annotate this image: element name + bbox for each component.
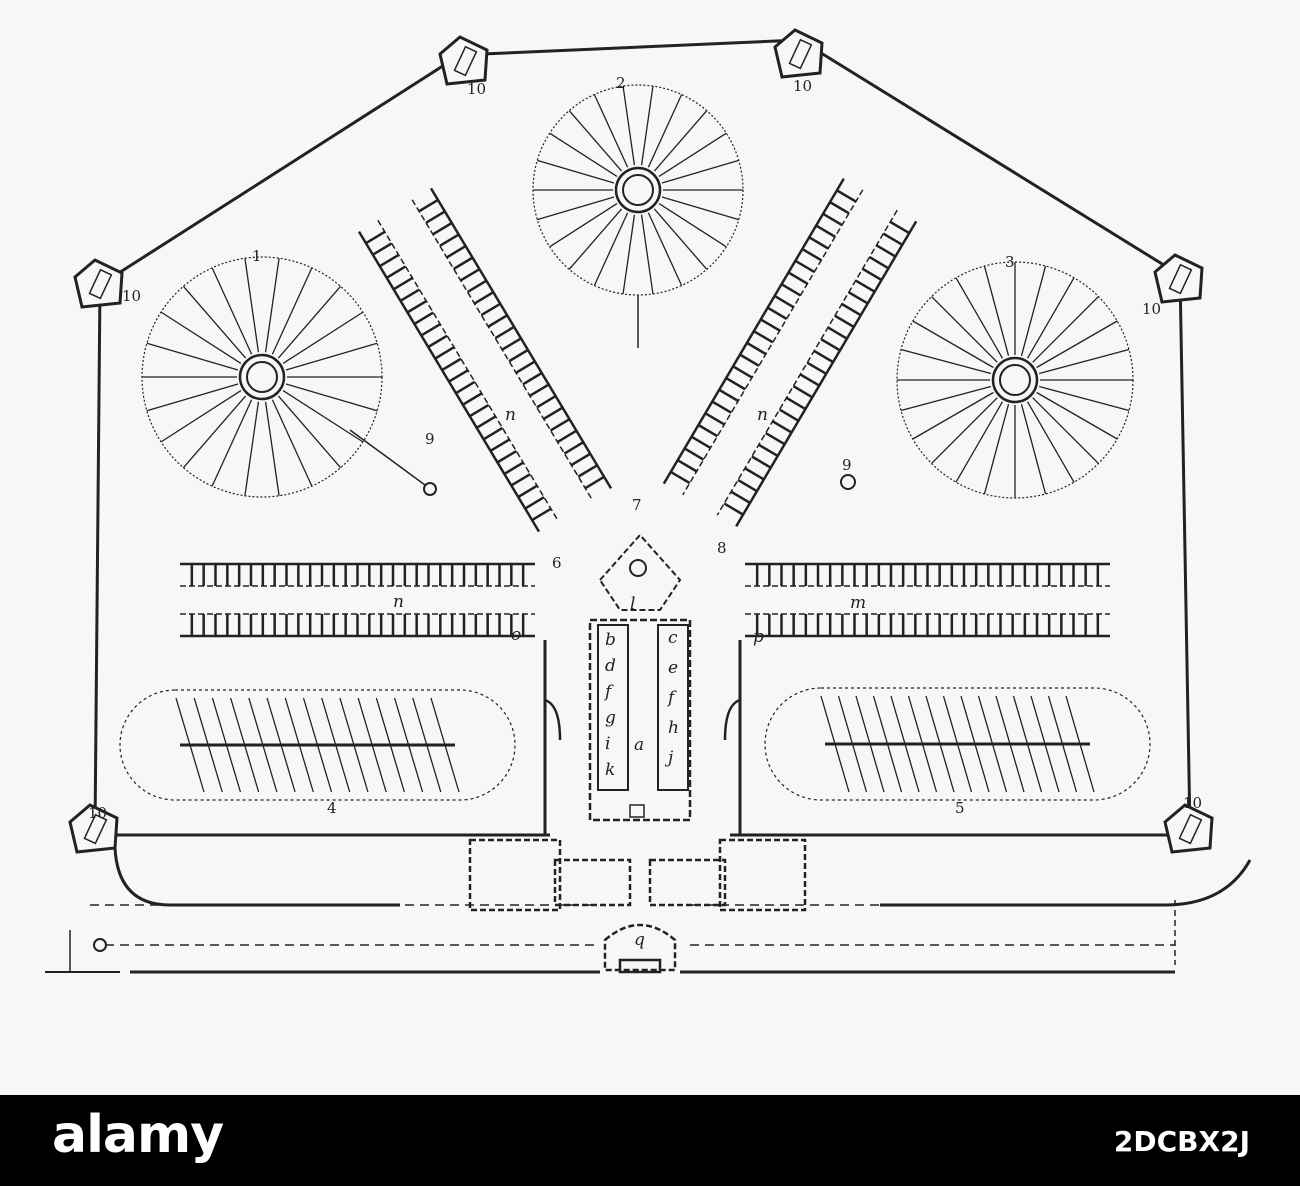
label-yard-5: 5: [955, 799, 965, 817]
radial-yard-3: [896, 261, 1134, 499]
stock-watermark-banner: alamy 2DCBX2J: [0, 1095, 1300, 1186]
label-wing-n-left: n: [393, 592, 404, 612]
label-room-p: p: [753, 627, 764, 647]
label-hub-6: 6: [552, 554, 562, 572]
wing-right: [745, 562, 1110, 638]
radial-yard-2: [532, 84, 744, 296]
label-yard-3: 3: [1005, 253, 1015, 271]
image-code: 2DCBX2J: [1113, 1125, 1250, 1158]
label-well-right: 9: [842, 456, 852, 474]
tower-3: [73, 258, 124, 309]
radial-exercise-yards: [141, 84, 1134, 499]
label-centre-l: l: [630, 594, 635, 614]
label-room-right-4: j: [664, 748, 674, 768]
prison-plan-diagram: 1 2 3 4 5 6 7 8 9 9 10 10 10 10 10 10 n …: [45, 28, 1252, 974]
wing-upper-right: [662, 178, 918, 527]
oval-yard-5: [764, 687, 1151, 801]
label-wing-m-right: m: [850, 593, 866, 613]
oval-yard-4: [119, 689, 516, 801]
label-room-left-0: b: [605, 630, 616, 650]
label-wing-n-upper-right: n: [757, 405, 768, 425]
label-tower-6: 10: [1183, 794, 1202, 812]
label-wing-n-upper-left: n: [505, 405, 516, 425]
label-yard-1: 1: [252, 247, 262, 265]
label-room-o: o: [511, 625, 521, 645]
central-block: [468, 533, 807, 974]
label-room-left-2: f: [603, 682, 614, 702]
tower-4: [1153, 253, 1204, 304]
tower-1: [438, 35, 489, 86]
plan-labels: 1 2 3 4 5 6 7 8 9 9 10 10 10 10 10 10 n …: [88, 74, 1202, 950]
label-tower-1: 10: [467, 80, 486, 98]
label-room-right-1: e: [668, 658, 678, 678]
label-tower-2: 10: [793, 77, 812, 95]
label-yard-4: 4: [327, 799, 337, 817]
radial-yard-1: [141, 256, 383, 498]
wing-upper-left: [357, 187, 613, 533]
label-room-left-5: k: [605, 760, 615, 780]
label-yard-2: 2: [616, 74, 626, 92]
tower-5: [68, 803, 119, 854]
label-tower-4: 10: [1142, 300, 1161, 318]
label-room-right-3: h: [668, 718, 679, 738]
label-room-right-2: f: [666, 688, 677, 708]
cell-wings: [180, 178, 1110, 638]
label-corridor-a: a: [634, 735, 644, 755]
watch-towers: [68, 28, 1214, 854]
label-room-left-4: i: [605, 734, 610, 754]
label-room-right-0: c: [668, 628, 678, 648]
label-room-left-3: g: [605, 708, 616, 728]
alamy-logo: alamy: [52, 1105, 224, 1165]
label-hub-7: 7: [632, 496, 642, 514]
tower-6: [1163, 803, 1214, 854]
label-hub-8: 8: [717, 539, 727, 557]
label-tower-3: 10: [122, 287, 141, 305]
tower-2: [773, 28, 824, 79]
label-room-left-1: d: [605, 656, 616, 676]
oval-exercise-yards: [119, 687, 1151, 801]
label-gate-q: q: [634, 930, 645, 950]
label-tower-5: 10: [88, 804, 107, 822]
label-well-left: 9: [425, 430, 435, 448]
wing-left: [180, 562, 535, 638]
